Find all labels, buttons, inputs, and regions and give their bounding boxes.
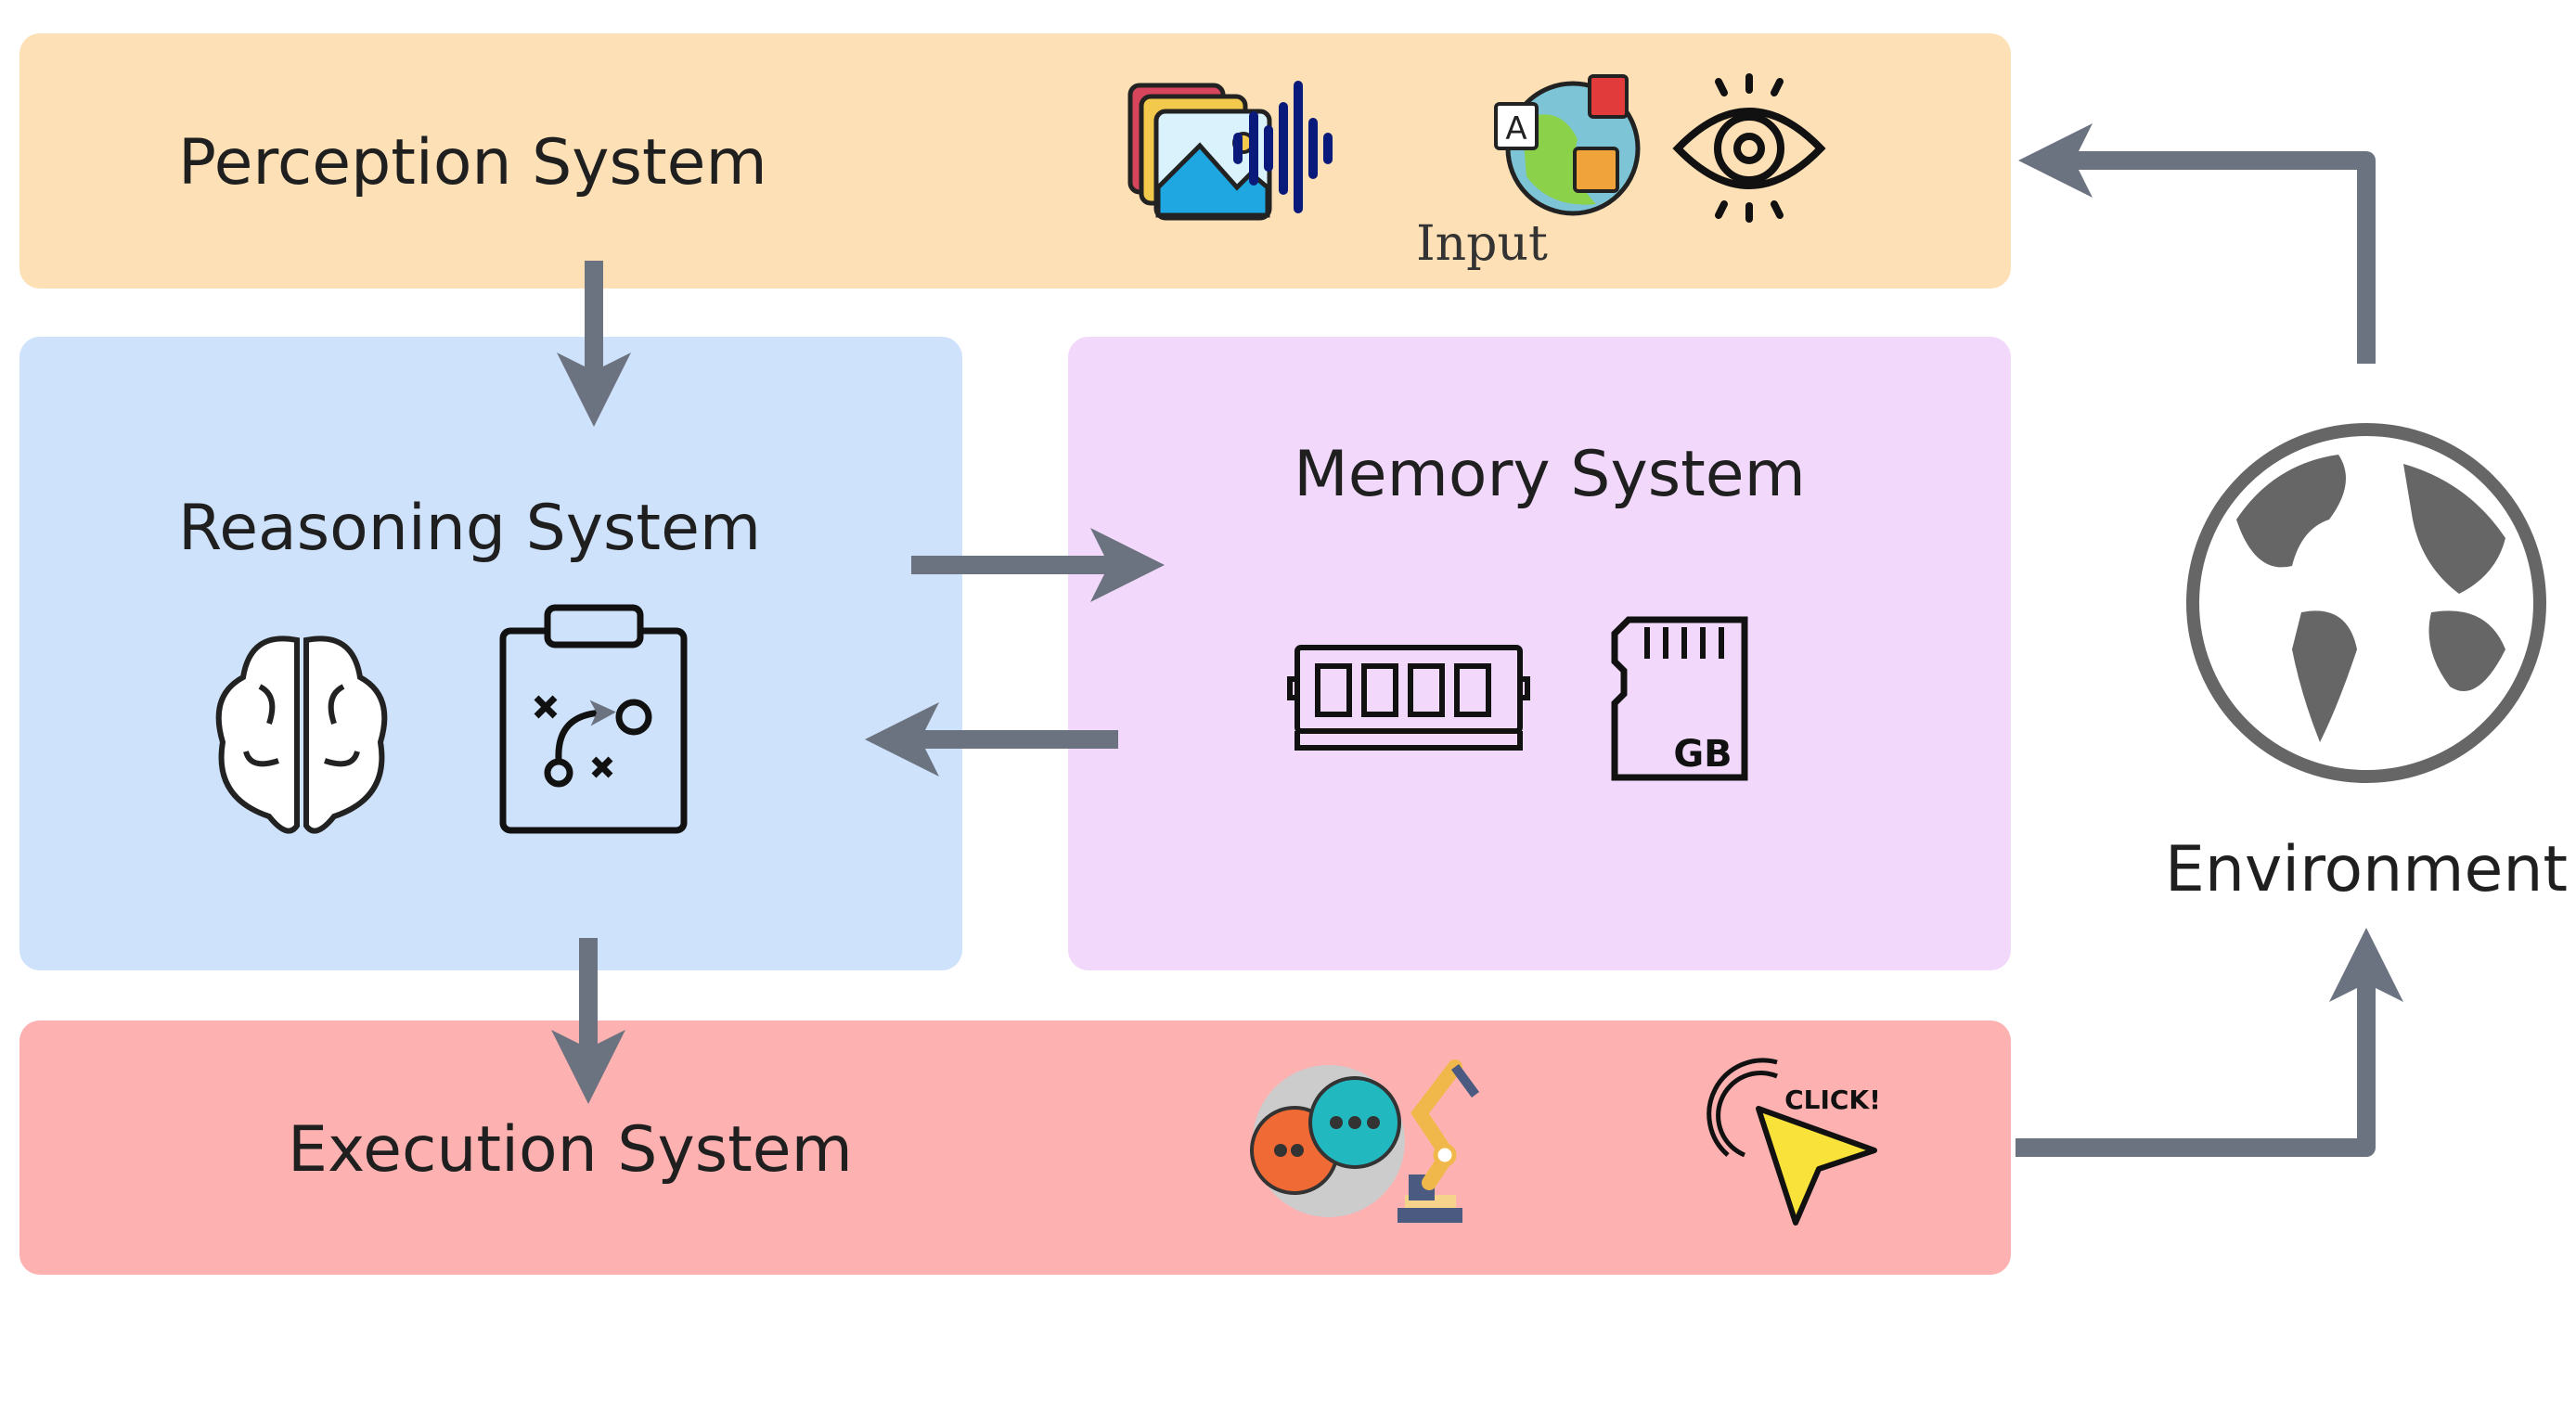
strategy-clipboard-icon bbox=[499, 604, 688, 834]
arrow-execution-to-environment bbox=[2016, 928, 2403, 1157]
globe-icon bbox=[2186, 423, 2546, 783]
perception-system-box bbox=[19, 33, 2011, 289]
perception-system-title: Perception System bbox=[178, 126, 767, 199]
reasoning-system-title: Reasoning System bbox=[178, 492, 761, 565]
click-label: CLICK! bbox=[1784, 1085, 1881, 1115]
arrow-environment-to-perception bbox=[2018, 123, 2376, 364]
execution-system-box bbox=[19, 1021, 2011, 1275]
input-label: Input bbox=[1416, 216, 1548, 272]
chat-bubbles-icon bbox=[1250, 1065, 1405, 1217]
execution-system-title: Execution System bbox=[288, 1113, 853, 1187]
brain-icon bbox=[215, 635, 388, 834]
sd-card-label: GB bbox=[1673, 733, 1732, 776]
translate-globe-icon: A bbox=[1494, 74, 1641, 216]
environment-label: Environment bbox=[2165, 833, 2568, 906]
ram-icon bbox=[1287, 645, 1530, 751]
flow-arrows bbox=[551, 123, 2403, 1157]
memory-system-box bbox=[1068, 337, 2011, 970]
sound-wave-icon bbox=[1233, 81, 1333, 213]
eye-icon bbox=[1672, 73, 1826, 223]
svg-text:A: A bbox=[1505, 110, 1526, 148]
robot-arm-icon bbox=[1397, 1059, 1480, 1223]
sd-card-icon: GB bbox=[1611, 616, 1748, 781]
reasoning-system-box bbox=[19, 337, 962, 970]
click-cursor-icon: CLICK! bbox=[1707, 1058, 1881, 1226]
memory-system-title: Memory System bbox=[1294, 438, 1806, 511]
